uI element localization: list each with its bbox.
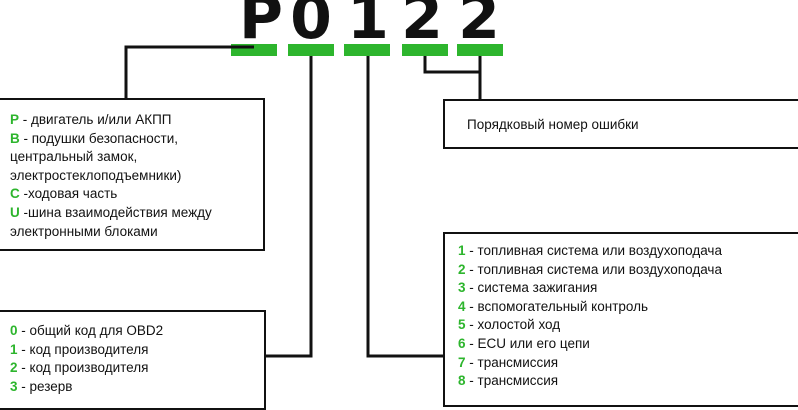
code-type-row: 1 - код производителя (10, 341, 264, 360)
system-key: B (10, 130, 20, 146)
subsystem-text: - трансмиссия (465, 373, 559, 389)
subsystem-text: - топливная система или воздухоподача (465, 243, 722, 258)
code-type-text: - общий код для OBD2 (17, 323, 164, 338)
subsystem-text: - ECU или его цепи (465, 335, 590, 351)
code-bar-type (288, 44, 334, 56)
subsystem-legend-box: 1 - топливная система или воздухоподача … (443, 232, 798, 407)
code-type-row: 0 - общий код для OBD2 (10, 322, 264, 341)
subsystem-key: 3 (458, 280, 466, 296)
subsystem-key: 4 (458, 298, 466, 314)
code-type-text: - резерв (17, 378, 73, 394)
code-type-key: 0 (10, 323, 18, 338)
system-text: -ходовая часть (19, 186, 118, 202)
code-char-system: P (239, 0, 283, 53)
subsystem-key: 1 (458, 243, 466, 258)
system-text: - двигатель и/или АКПП (19, 112, 172, 127)
subsystem-row: 2 - топливная система или воздухоподача (458, 261, 798, 280)
code-type-text: - код производителя (17, 341, 149, 357)
system-row: электронными блоками (10, 223, 263, 242)
system-row: электростеклоподъемники) (10, 167, 263, 186)
subsystem-key: 7 (458, 354, 466, 370)
subsystem-text: - вспомогательный контроль (465, 298, 649, 314)
connector-lines (124, 45, 482, 358)
subsystem-key: 8 (458, 373, 466, 389)
code-bar-subsystem (344, 44, 390, 56)
system-row: U -шина взаимодействия между (10, 204, 263, 223)
code-type-row: 3 - резерв (10, 378, 264, 397)
code-char-number-2: 2 (458, 0, 500, 53)
connector-type (262, 56, 313, 358)
code-type-key: 2 (10, 360, 18, 376)
subsystem-row: 6 - ECU или его цепи (458, 335, 798, 354)
subsystem-text: - трансмиссия (465, 354, 559, 370)
subsystem-text: - система зажигания (465, 280, 598, 296)
subsystem-text: - топливная система или воздухоподача (465, 261, 722, 277)
system-legend-box: P - двигатель и/или АКПП B - подушки без… (0, 98, 265, 251)
subsystem-row: 5 - холостой ход (458, 316, 798, 335)
order-number-box: Порядковый номер ошибки (443, 99, 798, 149)
system-row: P - двигатель и/или АКПП (10, 111, 263, 130)
order-number-label: Порядковый номер ошибки (467, 117, 639, 132)
subsystem-key: 5 (458, 317, 466, 333)
system-text: - подушки безопасности, (19, 130, 179, 146)
subsystem-row: 4 - вспомогательный контроль (458, 298, 798, 317)
system-text: центральный замок, (10, 149, 138, 165)
code-type-row: 2 - код производителя (10, 359, 264, 378)
system-text: -шина взаимодействия между (19, 204, 212, 220)
code-char-number-1: 2 (401, 0, 443, 53)
connector-number-1 (423, 56, 480, 74)
system-key: P (10, 112, 20, 127)
code-bar-number-1 (402, 44, 448, 56)
system-text: электростеклоподъемники) (10, 167, 182, 183)
system-row: B - подушки безопасности, (10, 130, 263, 149)
subsystem-row: 7 - трансмиссия (458, 354, 798, 373)
code-type-text: - код производителя (17, 360, 149, 376)
system-row: центральный замок, (10, 148, 263, 167)
code-bar-number-2 (457, 44, 503, 56)
system-key: U (10, 204, 20, 220)
subsystem-row: 3 - система зажигания (458, 279, 798, 298)
code-char-subsystem: 1 (347, 0, 389, 53)
system-key: C (10, 186, 20, 202)
subsystem-key: 6 (458, 335, 466, 351)
system-text: электронными блоками (10, 223, 158, 239)
subsystem-text: - холостой ход (465, 317, 561, 333)
code-type-key: 3 (10, 378, 18, 394)
connector-subsystem (366, 56, 445, 358)
code-char-type: 0 (290, 0, 332, 53)
system-row: C -ходовая часть (10, 185, 263, 204)
subsystem-row: 1 - топливная система или воздухоподача (458, 242, 798, 261)
connector-system (124, 45, 254, 100)
subsystem-row: 8 - трансмиссия (458, 372, 798, 391)
subsystem-key: 2 (458, 261, 466, 277)
code-type-legend-box: 0 - общий код для OBD2 1 - код производи… (0, 310, 266, 410)
code-type-key: 1 (10, 341, 18, 357)
